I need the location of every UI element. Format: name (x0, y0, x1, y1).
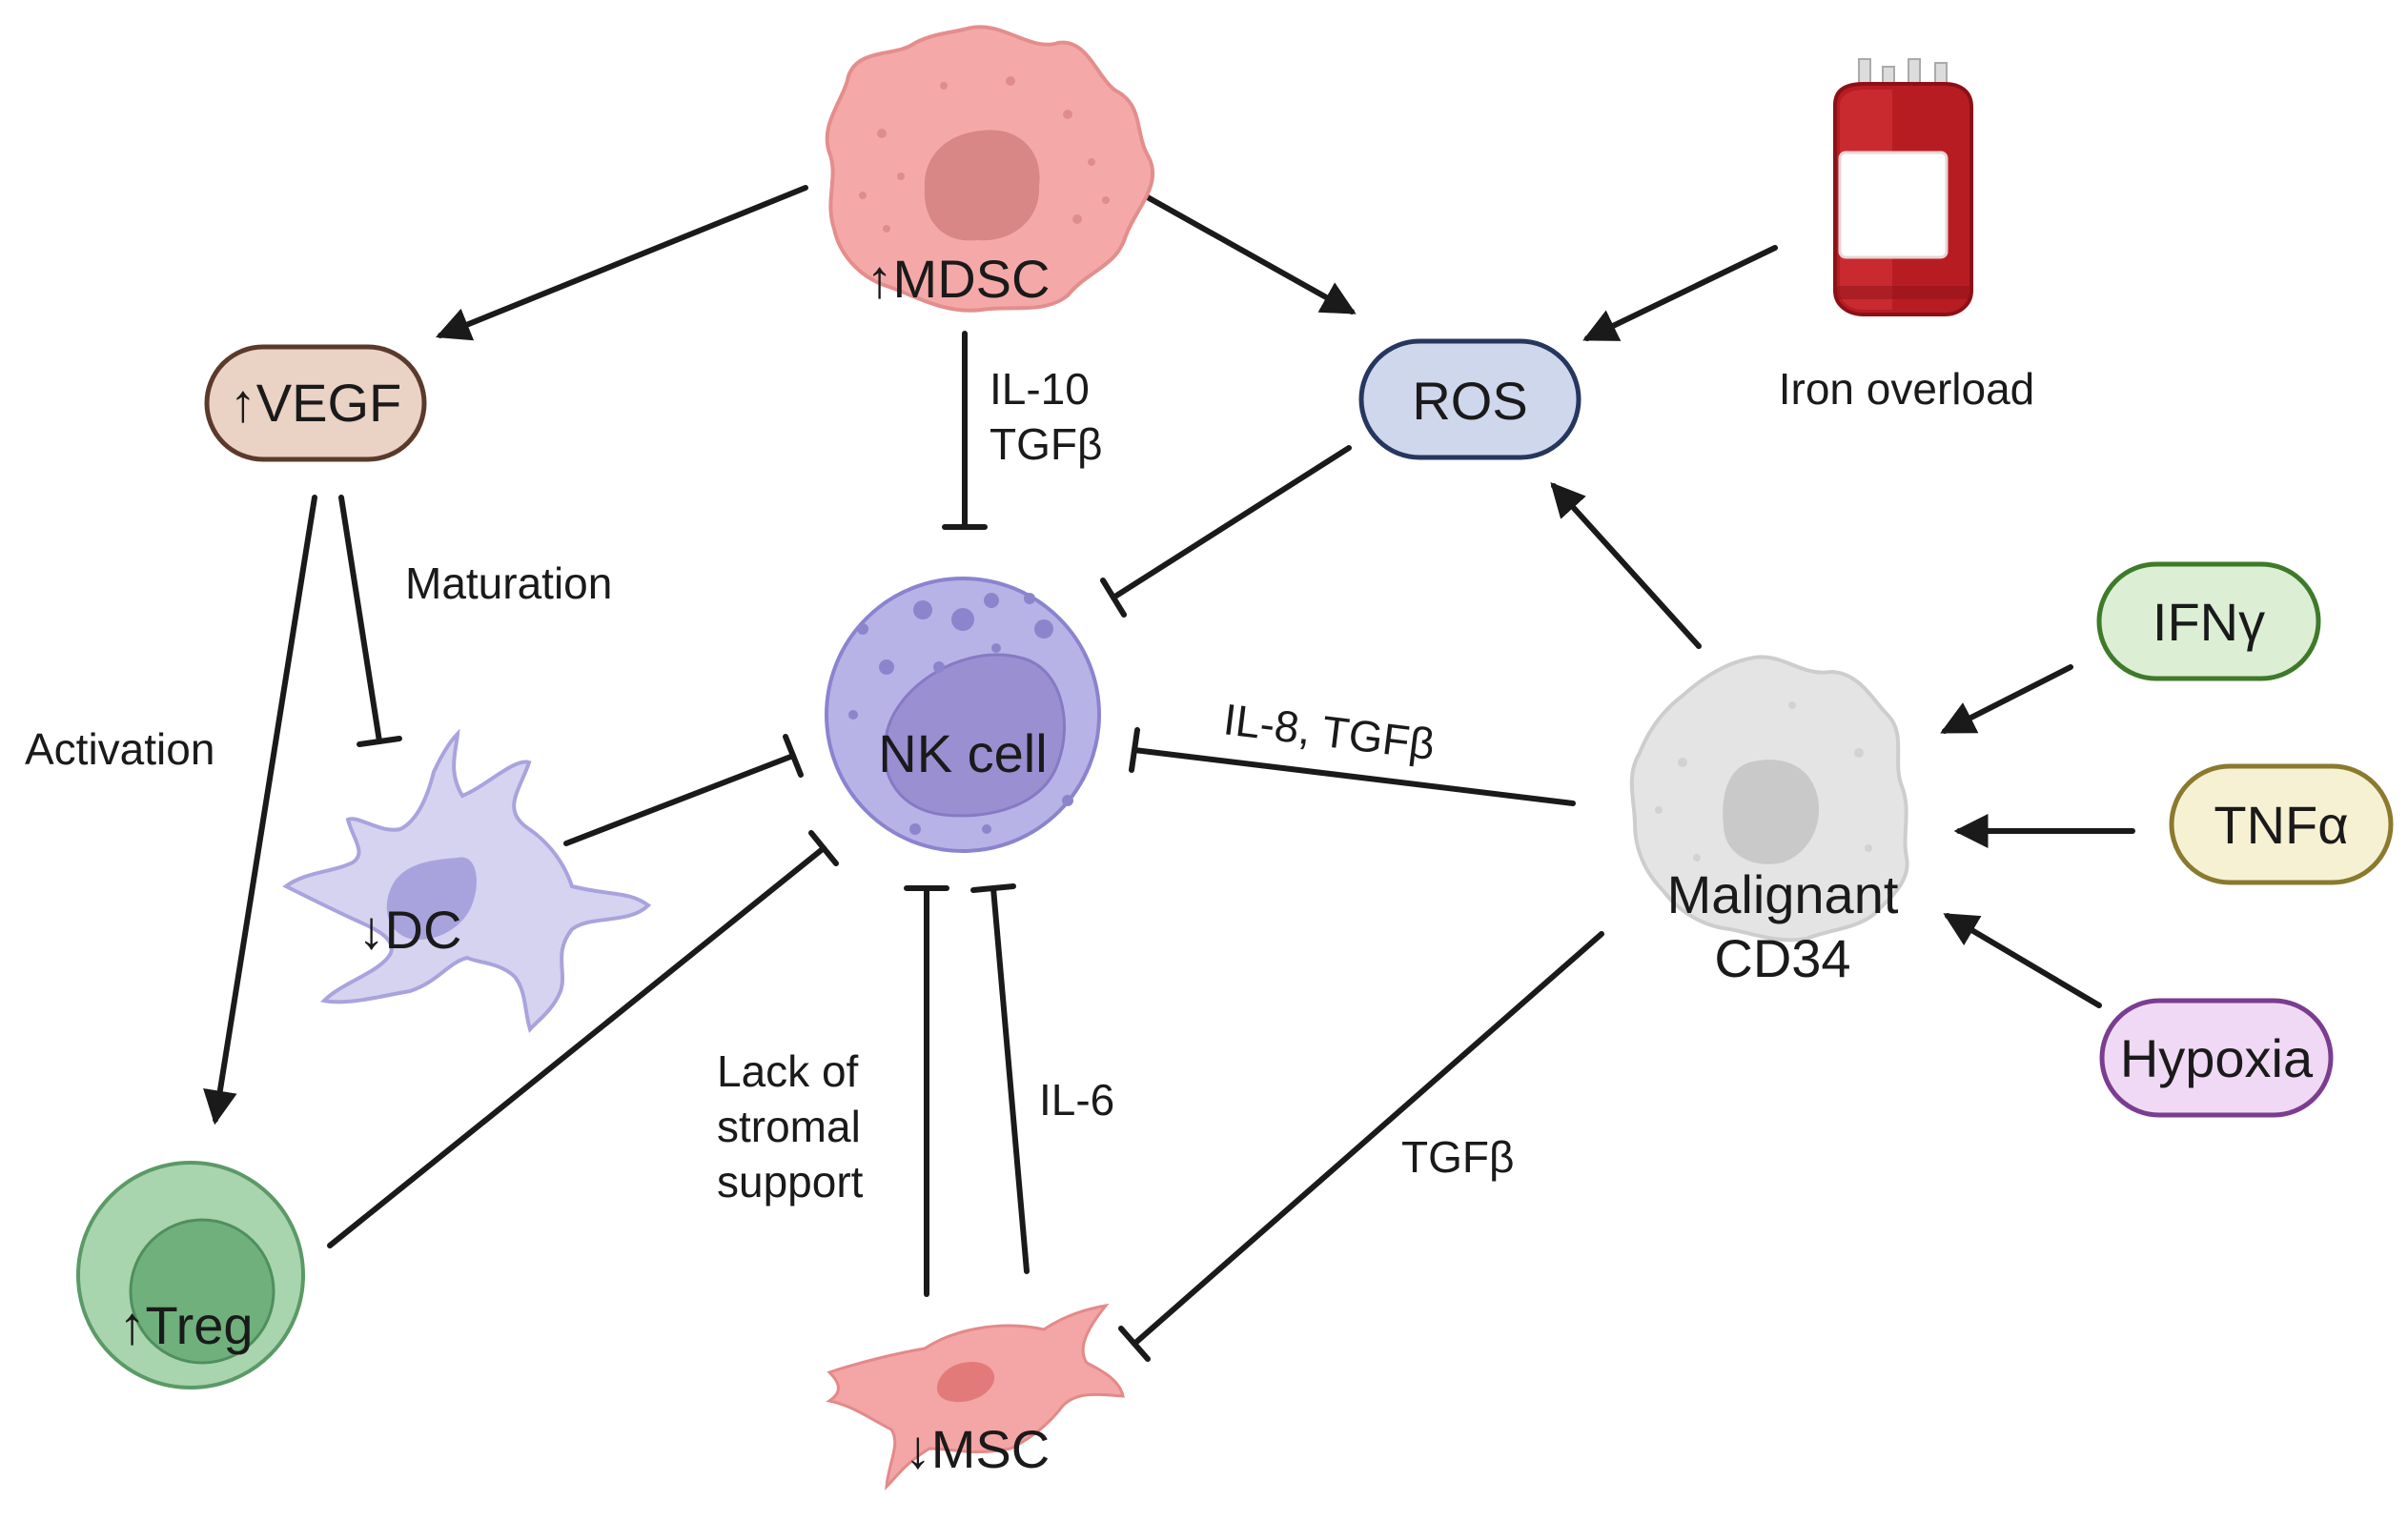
ifng-pill (2096, 561, 2321, 681)
ifng-label: IFNγ (2153, 592, 2265, 652)
mdsc-cell: ↑MDSC (825, 25, 1155, 313)
edge-mdsc-to-vegf (435, 185, 808, 341)
edge-vegf-activates-treg (203, 495, 317, 1126)
treg-cell: ↑Treg (76, 1161, 305, 1389)
edge-hypoxia-to-malignant (1943, 913, 2102, 1008)
vegf-label: ↑VEGF (230, 373, 401, 433)
edge-mdsc-inhibits-nk (942, 331, 988, 530)
vegf-pill (204, 344, 427, 462)
ros-label: ROS (1412, 371, 1527, 431)
ros-node: ROS (1358, 338, 1582, 460)
edge-labels: IL-10 TGFβ Maturation Activation IL-8, T… (25, 364, 1514, 1207)
edge-ifng-to-malignant (1940, 664, 2073, 734)
edge-dc-inhibits-nk (563, 734, 804, 846)
dc-label: ↓DC (358, 900, 462, 960)
label-il6: IL-6 (1039, 1075, 1114, 1125)
msc-nucleus (936, 1362, 995, 1403)
hypoxia-pill (2099, 998, 2334, 1118)
tnfa-node: TNFα (2169, 763, 2394, 885)
malignant-nucleus (1723, 760, 1820, 864)
label-il10: IL-10 (990, 364, 1090, 414)
label-tgfb-mdsc: TGFβ (990, 419, 1102, 469)
edge-malignant-to-ros (1550, 481, 1702, 649)
malignant-label-line1: Malignant (1667, 864, 1899, 924)
edge-vegf-inhibits-dc (338, 495, 402, 747)
edge-malignant-inhibits-msc (1118, 931, 1604, 1362)
ros-pill (1358, 338, 1582, 460)
connectors (203, 185, 2135, 1362)
edge-msc-inhibits-nk-il6 (970, 883, 1030, 1274)
msc-label: ↓MSC (905, 1419, 1050, 1479)
nk-cell-granules (848, 593, 1073, 835)
treg-label: ↑Treg (118, 1295, 253, 1355)
edge-mdsc-to-ros (1128, 185, 1357, 314)
iron-overload-label: Iron overload (1779, 364, 2035, 414)
label-stromal: stromal (717, 1102, 861, 1151)
edge-malignant-inhibits-nk (1129, 727, 1576, 806)
malignant-cd34-cell: Malignant CD34 (1629, 655, 1909, 988)
malignant-label-line2: CD34 (1714, 928, 1850, 988)
ifng-node: IFNγ (2096, 561, 2321, 681)
blood-bag-icon (1833, 58, 1973, 316)
dc-nucleus (386, 857, 477, 940)
dc-cell: ↓DC (282, 728, 652, 1033)
nk-cell-label: NK cell (878, 723, 1047, 783)
tnfa-pill (2169, 763, 2394, 885)
edge-iron-to-ros (1582, 245, 1778, 341)
mdsc-nucleus (924, 130, 1040, 241)
edge-ros-inhibits-nk (1100, 445, 1352, 618)
nk-cell-nucleus (883, 653, 1066, 818)
malignant-granules (1655, 701, 1872, 862)
label-activation: Activation (25, 724, 214, 774)
mdsc-granules (859, 76, 1110, 233)
edge-treg-inhibits-nk (327, 830, 839, 1248)
hypoxia-node: Hypoxia (2099, 998, 2334, 1118)
msc-cell: ↓MSC (826, 1303, 1125, 1491)
label-lack-of: Lack of (717, 1046, 859, 1096)
tnfa-label: TNFα (2214, 795, 2348, 855)
treg-nucleus (129, 1218, 275, 1365)
nk-cell: NK cell (825, 577, 1101, 853)
mdsc-label: ↑MDSC (867, 249, 1051, 309)
label-il8-tgfb: IL-8, TGFβ (1221, 694, 1438, 769)
iron-overload-node: Iron overload (1779, 58, 2035, 414)
label-tgfb-msc: TGFβ (1401, 1132, 1514, 1182)
label-maturation: Maturation (405, 558, 612, 608)
edge-msc-inhibits-nk-stromal (904, 885, 949, 1297)
label-support: support (717, 1157, 864, 1207)
hypoxia-label: Hypoxia (2120, 1028, 2314, 1088)
vegf-node: ↑VEGF (204, 344, 427, 462)
